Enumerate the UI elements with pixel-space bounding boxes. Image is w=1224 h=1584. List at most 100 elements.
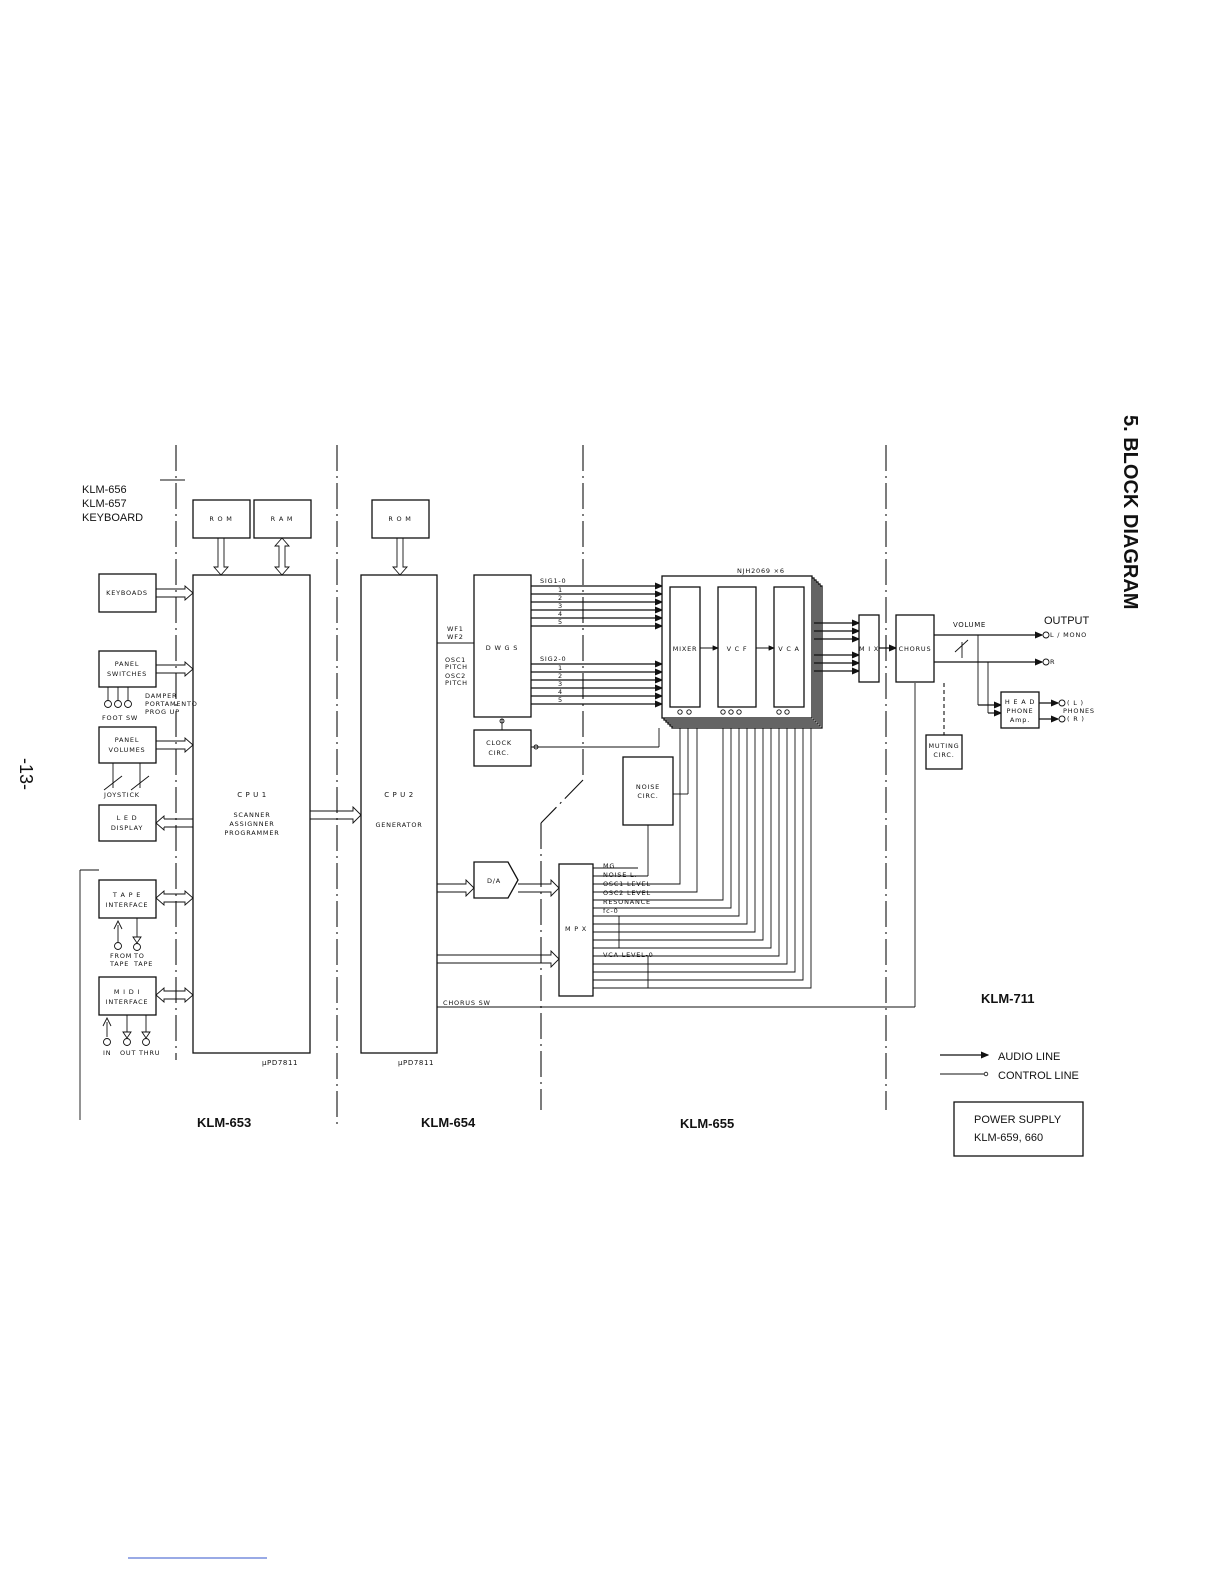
svg-text:THRU: THRU — [138, 1049, 160, 1057]
svg-text:CONTROL LINE: CONTROL LINE — [998, 1070, 1079, 1082]
control-lines — [593, 712, 812, 989]
svg-text:μPD7811: μPD7811 — [262, 1059, 298, 1067]
panel-volumes-block: PANEL VOLUMES — [98, 726, 157, 764]
svg-text:CIRC.: CIRC. — [637, 792, 658, 800]
peripheral-buses — [155, 585, 194, 1003]
vca-block: V C A — [773, 586, 805, 708]
ram-block: R A M — [253, 499, 312, 539]
svg-text:OSC1: OSC1 — [445, 656, 466, 664]
svg-text:fc-0: fc-0 — [603, 907, 619, 915]
svg-text:POWER SUPPLY: POWER SUPPLY — [974, 1114, 1062, 1126]
svg-text:RESONANCE: RESONANCE — [603, 898, 651, 906]
led-display-block: L E D DISPLAY — [98, 804, 157, 842]
svg-text:Amp.: Amp. — [1010, 716, 1030, 724]
svg-text:PITCH: PITCH — [445, 679, 468, 687]
svg-text:( L ): ( L ) — [1067, 699, 1084, 707]
svg-text:SCANNER: SCANNER — [233, 811, 270, 819]
svg-text:KEYBOADS: KEYBOADS — [106, 589, 148, 597]
svg-text:PROGRAMMER: PROGRAMMER — [224, 829, 279, 837]
svg-text:TAPE: TAPE — [109, 960, 129, 968]
svg-text:R A M: R A M — [271, 515, 294, 523]
clock-circ-block: CLOCK CIRC. — [473, 718, 660, 767]
svg-text:D/A: D/A — [487, 877, 501, 885]
svg-text:KLM-654: KLM-654 — [421, 1115, 476, 1130]
svg-text:OUTPUT: OUTPUT — [1044, 615, 1090, 627]
mixer-block: MIXER — [669, 586, 701, 708]
svg-text:PITCH: PITCH — [445, 663, 468, 671]
svg-text:IN: IN — [103, 1049, 111, 1057]
svg-text:NJH2069 ×6: NJH2069 ×6 — [737, 567, 785, 575]
section-labels: KLM-653 KLM-654 KLM-655 KLM-711 — [197, 991, 1034, 1131]
svg-text:M P X: M P X — [565, 925, 587, 933]
svg-text:KEYBOARD: KEYBOARD — [82, 512, 143, 524]
svg-text:PANEL: PANEL — [115, 660, 140, 668]
svg-text:SIG2-0: SIG2-0 — [540, 655, 567, 663]
svg-text:3: 3 — [558, 602, 563, 610]
svg-text:OSC2 LEVEL: OSC2 LEVEL — [603, 889, 651, 897]
svg-text:MIXER: MIXER — [673, 645, 698, 653]
tape-jacks: FROM TAPE TO TAPE — [109, 918, 153, 968]
svg-text:KLM-655: KLM-655 — [680, 1116, 734, 1131]
svg-text:4: 4 — [558, 688, 563, 696]
dwgs-block: D W G S — [473, 574, 532, 718]
muting-circ-block: MUTING CIRC. — [925, 734, 963, 770]
svg-text:AUDIO LINE: AUDIO LINE — [998, 1051, 1060, 1063]
power-supply-box: POWER SUPPLY KLM-659, 660 — [953, 1101, 1084, 1157]
svg-text:2: 2 — [558, 594, 563, 602]
svg-text:PROG UP: PROG UP — [145, 708, 180, 716]
control-input-circles — [677, 709, 790, 715]
svg-text:CIRC.: CIRC. — [488, 749, 509, 757]
headphone-amp-block: H E A D PHONE Amp. ( L ) ( R ) PHONES — [1000, 691, 1094, 729]
svg-text:5: 5 — [558, 696, 563, 704]
svg-text:μPD7811: μPD7811 — [398, 1059, 434, 1067]
svg-text:CHORUS SW: CHORUS SW — [443, 999, 491, 1007]
cpu2-outputs: WF1 WF2 OSC1 PITCH OSC2 PITCH CHORUS SW — [437, 625, 916, 1008]
svg-text:1: 1 — [558, 586, 563, 594]
svg-text:R O M: R O M — [388, 515, 411, 523]
svg-text:VCA LEVEL-0: VCA LEVEL-0 — [603, 951, 654, 959]
page-number: -13- — [16, 758, 36, 790]
svg-text:CLOCK: CLOCK — [486, 739, 512, 747]
svg-text:D W G S: D W G S — [486, 644, 518, 652]
svg-text:4: 4 — [558, 610, 563, 618]
legend: AUDIO LINE CONTROL LINE — [940, 1051, 1079, 1082]
midi-jacks: IN OUT THRU — [102, 1015, 160, 1057]
svg-text:T A P E: T A P E — [112, 891, 141, 899]
svg-text:KLM-657: KLM-657 — [82, 498, 127, 510]
page-title: 5. BLOCK DIAGRAM — [1119, 415, 1141, 609]
section-dividers — [79, 445, 887, 1125]
svg-text:PANEL: PANEL — [115, 736, 140, 744]
sig-lines: SIG1-0 1 2 3 4 5 SIG2-0 1 2 3 4 5 — [531, 577, 664, 708]
svg-text:5: 5 — [558, 618, 563, 626]
svg-text:SIG1-0: SIG1-0 — [540, 577, 567, 585]
noise-circ-block: NOISE CIRC. — [593, 712, 689, 877]
svg-text:KLM-656: KLM-656 — [82, 484, 127, 496]
midi-interface-block: M I D I INTERFACE — [98, 976, 157, 1016]
rom2-block: R O M — [371, 499, 430, 539]
svg-text:GENERATOR: GENERATOR — [375, 821, 422, 829]
svg-text:C P U 1: C P U 1 — [237, 791, 267, 799]
svg-text:V C F: V C F — [727, 645, 748, 653]
cpu2-block: C P U 2 GENERATOR μPD7811 — [360, 574, 438, 1067]
tape-interface-block: T A P E INTERFACE — [98, 879, 157, 919]
keyboads-block: KEYBOADS — [98, 573, 157, 613]
vca-outputs — [814, 619, 861, 675]
svg-text:TO: TO — [133, 952, 145, 960]
foot-switches: DAMPER PORTAMENTO PROG UP FOOT SW — [102, 687, 198, 722]
svg-text:L / MONO: L / MONO — [1050, 631, 1087, 639]
svg-text:INTERFACE: INTERFACE — [106, 998, 149, 1006]
svg-text:CIRC.: CIRC. — [933, 751, 954, 759]
chorus-block: CHORUS — [895, 614, 935, 683]
output-section: VOLUME OUTPUT L / MONO R — [934, 615, 1090, 735]
svg-text:L E D: L E D — [117, 814, 138, 822]
svg-text:SWITCHES: SWITCHES — [107, 670, 147, 678]
svg-text:NOISE L.: NOISE L. — [603, 871, 637, 879]
svg-text:TAPE: TAPE — [133, 960, 153, 968]
svg-text:M I D I: M I D I — [114, 988, 140, 996]
svg-text:PORTAMENTO: PORTAMENTO — [145, 700, 198, 708]
svg-text:FOOT SW: FOOT SW — [102, 714, 138, 722]
svg-text:CHORUS: CHORUS — [899, 645, 932, 653]
svg-text:H E A D: H E A D — [1005, 698, 1035, 706]
svg-text:MUTING: MUTING — [929, 742, 960, 750]
